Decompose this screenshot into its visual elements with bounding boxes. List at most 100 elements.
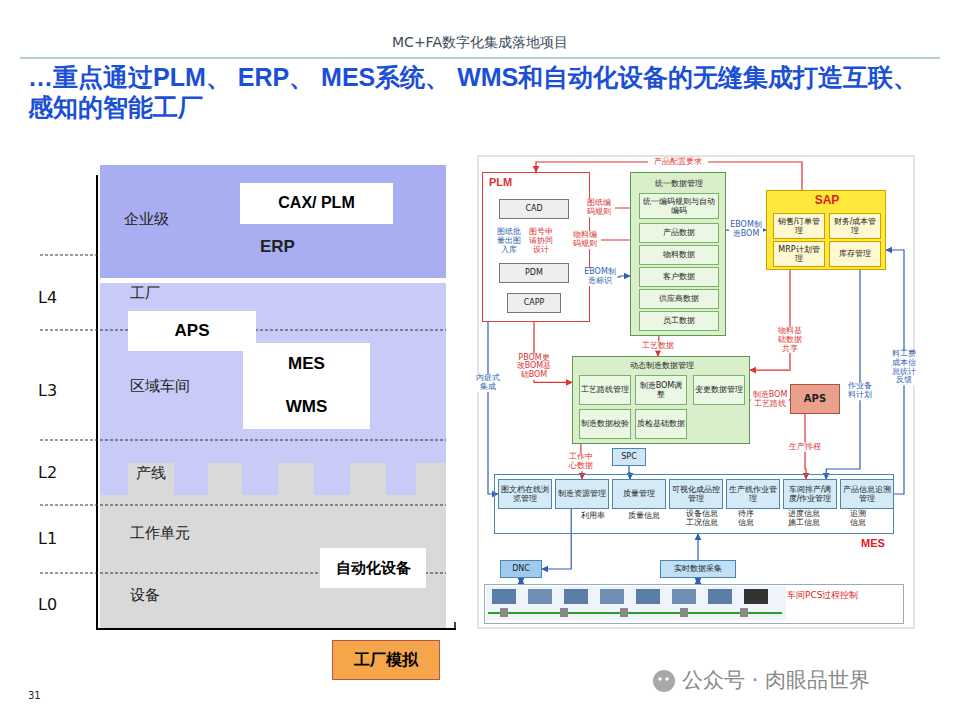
watermark: 公众号 · 肉眼品世界 [682, 668, 870, 692]
crenellated-band [100, 463, 446, 628]
process-box: CAX/ PLM [240, 183, 393, 224]
edge-label: 制造BOM工艺路线 [751, 391, 789, 409]
level-band: 企业级ERPCAX/ PLM [100, 165, 446, 278]
edge-label: EBOM制造标识 [583, 268, 617, 286]
node-label: DNC [512, 564, 530, 573]
process-box: PDM [499, 263, 569, 283]
level-label: L4 [38, 289, 57, 307]
node-label: 设备 [130, 587, 160, 604]
header-text: MC+FA数字化集成落地项目 [330, 34, 630, 50]
node-label: 供应商数据 [659, 294, 699, 303]
node-label: MES [861, 537, 885, 550]
node-label: ERP [260, 237, 295, 257]
node-label: 生产线作业管理 [728, 485, 778, 503]
info-label: 设备信息工况信息 [684, 510, 720, 527]
process-box: 供应商数据 [639, 289, 719, 309]
process-box: 员工数据 [639, 311, 719, 331]
node-label: 工厂模拟 [354, 651, 418, 669]
edge-label: EBOM制造BOM [729, 221, 763, 239]
node-label: 自动化设备 [336, 559, 411, 576]
process-box: 产品信息追溯管理 [840, 479, 894, 509]
process-box: 图文档在线浏览管理 [498, 479, 552, 509]
process-box: 自动化设备 [320, 548, 426, 588]
node-label: 工厂 [130, 285, 160, 302]
level-dash [100, 440, 446, 441]
node-label: MRP计划管理 [775, 245, 823, 263]
node-label: 制造BOM调整 [637, 381, 685, 399]
node-label: 制造数据校验 [581, 419, 629, 428]
node-label: 产线 [136, 465, 166, 482]
connector [629, 466, 630, 479]
edge-label: 工作中心数据 [565, 453, 597, 471]
process-box: 实时数据采集 [660, 560, 736, 578]
process-box: CAD [499, 199, 569, 219]
node-label: 工作单元 [130, 525, 190, 542]
edge-label: 内嵌式集成 [474, 374, 502, 392]
edge-label: 物料编码规则 [569, 231, 601, 249]
node-label: 统一编码规则与自动编码 [641, 197, 717, 215]
node-label: 员工数据 [663, 316, 695, 325]
node-label: 物料数据 [663, 250, 695, 259]
process-box: 制造资源管理 [555, 479, 609, 509]
process-box: APS [790, 384, 840, 414]
process-box: 车间排产/调度/作业管理 [783, 479, 837, 509]
info-label: 追溯信息 [848, 510, 868, 527]
connector [826, 270, 860, 479]
level-band: 产线工作单元设备 自动化设备 [100, 463, 446, 628]
process-box: SPC [612, 448, 646, 466]
process-box: 质量管理 [612, 479, 666, 509]
node-label: 实时数据采集 [674, 564, 722, 573]
level-label: L3 [38, 382, 57, 400]
process-box: 物料数据 [639, 245, 719, 265]
node-label: PLM [489, 176, 512, 189]
process-box: APS [128, 311, 256, 351]
node-label: MES [288, 354, 325, 374]
edge-label: 生产排程 [788, 443, 822, 452]
node-label: APS [175, 321, 210, 341]
process-box: DNC [500, 560, 542, 578]
node-label: 区域车间 [130, 378, 190, 395]
node-label: 质量管理 [623, 489, 655, 498]
info-label: 质量信息 [626, 512, 662, 521]
process-box: 制造BOM调整 [635, 375, 687, 405]
node-label: 可视化成品控管理 [671, 485, 721, 503]
node-label: APS [804, 393, 826, 405]
node-label: CAX/ PLM [278, 194, 354, 212]
process-box: 财务/成本管理 [829, 213, 881, 239]
edge-label: 作业备料计划 [844, 383, 876, 401]
node-label: 统一数据管理 [631, 179, 727, 188]
process-box: CAPP [507, 293, 561, 313]
process-box: 工厂模拟 [332, 640, 440, 680]
node-label: 产品数据 [663, 228, 695, 237]
node-label: SAP [767, 194, 887, 208]
right-panel [478, 156, 914, 628]
node-label: 车间排产/调度/作业管理 [785, 485, 835, 503]
process-box: 客户数据 [639, 267, 719, 287]
node-label: 工艺路线管理 [581, 385, 629, 394]
node-label: 制造资源管理 [558, 489, 606, 498]
process-box: 质检基础数据 [635, 409, 687, 439]
header-rule [20, 58, 940, 59]
edge-label: 物料基础数据共享 [774, 327, 806, 353]
edge-label: 产品配置要求 [648, 158, 708, 167]
info-label: 利用率 [578, 512, 608, 521]
node-label: SPC [621, 452, 637, 461]
system-region: 统一数据管理统一编码规则与自动编码产品数据物料数据客户数据供应商数据员工数据 [630, 172, 726, 336]
node-label: 动态制造数据管理 [573, 361, 751, 370]
process-box: 制造数据校验 [579, 409, 631, 439]
edge-label: 工艺数据 [640, 342, 676, 351]
process-box: 统一编码规则与自动编码 [639, 193, 719, 219]
page-number: 31 [28, 690, 41, 702]
node-label: 变更数据管理 [695, 385, 743, 394]
wechat-icon [653, 670, 675, 692]
node-label: 图文档在线浏览管理 [500, 485, 550, 503]
node-label: WMS [286, 397, 328, 417]
connector [750, 270, 790, 370]
node-label: 车间PCS过程控制 [787, 590, 858, 600]
node-label: 产品信息追溯管理 [842, 485, 892, 503]
edge-label: 图号申请协同设计 [525, 228, 557, 254]
level-label: L0 [38, 596, 57, 614]
process-box: MES [243, 343, 370, 385]
process-box: 变更数据管理 [693, 375, 745, 405]
edge-label: PBOM更改BOM基础BOM [514, 353, 554, 379]
